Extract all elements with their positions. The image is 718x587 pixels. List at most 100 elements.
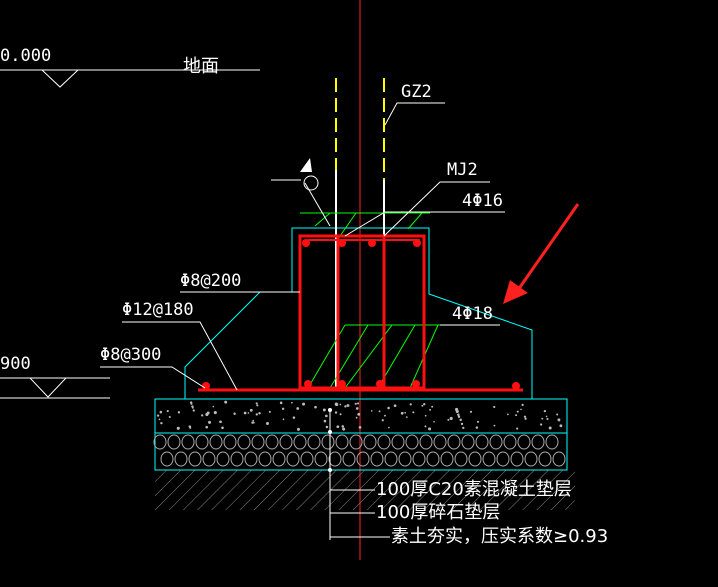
concrete-speckle: [393, 404, 397, 408]
gravel-stone: [405, 434, 419, 450]
gravel-stone: [489, 434, 503, 450]
gravel-stone: [440, 451, 454, 467]
layer-gravel-label: 100厚碎石垫层: [376, 502, 501, 523]
concrete-speckle: [176, 426, 180, 430]
gravel-stone: [545, 434, 559, 450]
gravel-stone: [433, 434, 447, 450]
gravel-stone: [188, 451, 202, 467]
gravel-stone: [503, 434, 517, 450]
layer-concrete-label: 100厚C20素混凝土垫层: [376, 479, 572, 500]
concrete-speckle: [314, 405, 317, 409]
concrete-speckle: [344, 405, 347, 408]
gravel-stone: [454, 451, 468, 467]
concrete-speckle: [168, 416, 171, 419]
concrete-speckle: [545, 415, 548, 418]
gravel-stone: [216, 451, 230, 467]
concrete-speckle: [556, 413, 559, 416]
concrete-speckle: [546, 417, 549, 421]
gravel-stone: [412, 451, 426, 467]
concrete-speckle: [247, 412, 250, 414]
concrete-speckle: [455, 409, 459, 414]
mj2-label: MJ2: [447, 160, 478, 180]
gravel-stone: [468, 451, 482, 467]
rebar-section-dot: [412, 380, 420, 388]
gravel-layer: [153, 432, 568, 471]
concrete-speckle: [156, 414, 160, 417]
concrete-speckle: [357, 412, 361, 416]
gravel-stone: [475, 434, 489, 450]
concrete-speckle: [358, 426, 362, 429]
concrete-speckle: [258, 412, 261, 415]
concrete-speckle: [543, 409, 546, 413]
gravel-stone: [335, 434, 349, 450]
concrete-speckle: [388, 426, 390, 429]
concrete-speckle: [541, 417, 544, 420]
concrete-speckle: [421, 404, 424, 407]
concrete-speckle: [520, 408, 522, 411]
concrete-speckle: [224, 400, 228, 404]
gravel-stone: [230, 451, 244, 467]
layer-soil-label: 素土夯实，压实系数≥0.93: [391, 526, 609, 547]
gravel-stone: [552, 451, 566, 467]
concrete-speckle: [462, 426, 465, 430]
concrete-speckle: [433, 420, 435, 423]
concrete-speckle: [516, 427, 519, 430]
rebar-section-dot: [302, 239, 310, 247]
concrete-speckle: [205, 425, 209, 429]
concrete-speckle: [282, 418, 285, 421]
bar-4phi16-label: 4Φ16: [462, 191, 503, 211]
concrete-speckle: [493, 405, 496, 409]
concrete-speckle: [323, 419, 327, 423]
foundation-outline: [184, 227, 533, 399]
concrete-speckle: [302, 402, 306, 406]
gravel-stone: [426, 451, 440, 467]
concrete-speckle: [192, 409, 195, 412]
gravel-stone: [342, 451, 356, 467]
gravel-stone: [195, 434, 209, 450]
gravel-stone: [181, 434, 195, 450]
concrete-speckle: [507, 413, 509, 416]
concrete-speckle: [355, 407, 359, 410]
concrete-speckle: [297, 427, 300, 431]
concrete-speckle: [255, 402, 258, 405]
gravel-stone: [174, 451, 188, 467]
concrete-speckle: [212, 405, 215, 408]
ground-label: 地面: [183, 56, 219, 77]
gravel-stone: [461, 434, 475, 450]
rebar-section-dot: [338, 239, 346, 247]
concrete-speckle: [424, 425, 427, 428]
concrete-speckle: [249, 408, 253, 412]
rebar-section-dot: [413, 239, 421, 247]
concrete-layer: [154, 398, 568, 434]
bar-4phi18-label: 4Φ18: [452, 304, 493, 324]
concrete-speckle: [243, 411, 247, 415]
concrete-speckle: [219, 420, 222, 424]
gravel-stone: [356, 451, 370, 467]
gravel-stone: [300, 451, 314, 467]
concrete-speckle: [296, 407, 300, 410]
gravel-stone: [328, 451, 342, 467]
concrete-speckle: [400, 411, 404, 415]
pointer-arrow-icon: [503, 203, 580, 304]
concrete-speckle: [189, 426, 192, 429]
concrete-speckle: [233, 412, 236, 415]
concrete-speckle: [404, 411, 406, 414]
concrete-speckle: [166, 409, 169, 413]
gravel-stone: [293, 434, 307, 450]
gravel-stone: [258, 451, 272, 467]
gravel-stone: [209, 434, 223, 450]
rebar-section-dot: [304, 380, 312, 388]
gravel-stone: [237, 434, 251, 450]
gravel-stone: [265, 434, 279, 450]
concrete-speckle: [339, 413, 342, 416]
concrete-speckle: [159, 410, 163, 414]
concrete-speckle: [428, 427, 432, 431]
concrete-speckle: [252, 419, 255, 422]
gravel-stone: [153, 434, 167, 450]
gravel-stone: [384, 451, 398, 467]
concrete-speckle: [201, 414, 204, 417]
elevation-top-label: 0.000: [0, 46, 52, 66]
concrete-speckle: [355, 416, 358, 419]
concrete-speckle: [409, 403, 412, 406]
concrete-speckle: [523, 415, 527, 418]
